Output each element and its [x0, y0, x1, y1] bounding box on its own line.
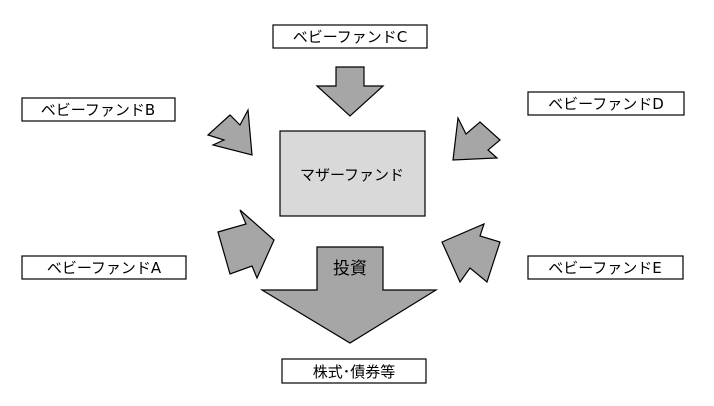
invest-label: 投資 — [333, 259, 367, 279]
baby-fund-e-label: ベビーファンドE — [548, 259, 662, 277]
baby-fund-b-label: ベビーファンドB — [41, 101, 155, 119]
baby-fund-c-box: ベビーファンドC — [272, 24, 428, 49]
arrow-b-to-mother — [206, 107, 253, 156]
mother-fund-box: マザーファンド — [279, 130, 426, 217]
mother-fund-label: マザーファンド — [300, 166, 404, 184]
assets-box: 株式･債券等 — [281, 358, 427, 384]
invest-arrow — [259, 246, 439, 344]
arrow-a-to-mother — [217, 209, 275, 280]
baby-fund-e-box: ベビーファンドE — [527, 255, 684, 280]
baby-fund-d-box: ベビーファンドD — [527, 91, 685, 116]
baby-fund-a-box: ベビーファンドA — [21, 255, 187, 280]
arrow-d-to-mother — [452, 115, 501, 161]
assets-label: 株式･債券等 — [313, 363, 396, 381]
baby-fund-d-label: ベビーファンドD — [548, 95, 664, 113]
baby-fund-b-box: ベビーファンドB — [21, 97, 176, 122]
arrow-c-to-mother — [315, 66, 385, 117]
baby-fund-a-label: ベビーファンドA — [47, 259, 162, 277]
baby-fund-c-label: ベビーファンドC — [293, 28, 408, 46]
arrow-e-to-mother — [441, 222, 501, 284]
